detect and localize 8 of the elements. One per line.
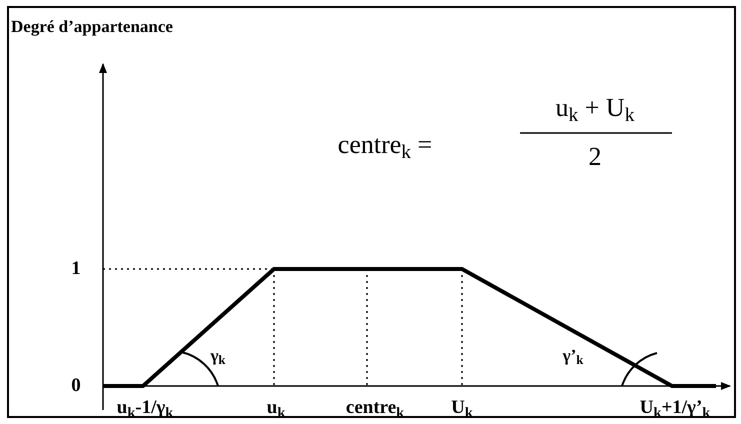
formula-text: 2 [588, 143, 602, 171]
tick-label: 0 [71, 375, 81, 397]
formula-text: centre$_{k}$ = [338, 131, 432, 159]
angle-label: γ’$_{k}$ [562, 346, 584, 366]
tick-label: 1 [71, 258, 81, 280]
axis-title: Degré d’appartenance [10, 17, 174, 37]
formula-text: u$_{k}$ + U$_{k}$ [556, 94, 634, 122]
angle-label: γ$_{k}$ [210, 346, 226, 366]
